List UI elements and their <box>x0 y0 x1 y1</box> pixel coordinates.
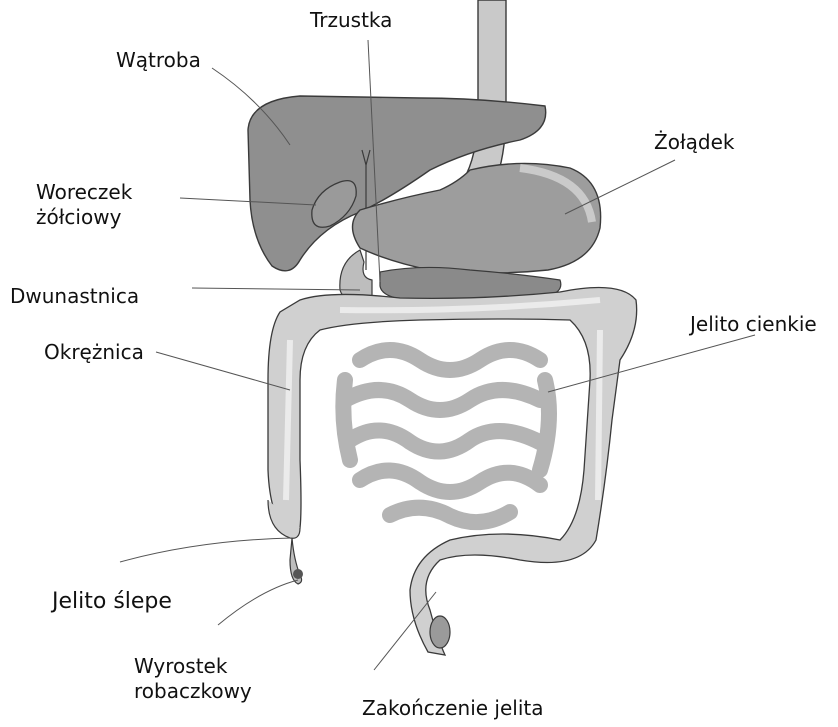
appendix-tip <box>293 569 303 579</box>
label-woreczek-zolciowy: Woreczek żółciowy <box>36 180 132 230</box>
label-wyrostek-robaczkowy: Wyrostek robaczkowy <box>134 654 252 704</box>
label-woreczek-line1: Woreczek <box>36 180 132 205</box>
small-intestine <box>343 350 549 522</box>
esophagus <box>460 0 506 190</box>
leader-dwunastnica <box>192 288 360 290</box>
label-dwunastnica: Dwunastnica <box>10 284 139 309</box>
leader-jelito-cienkie <box>548 335 755 392</box>
label-jelito-cienkie: Jelito cienkie <box>690 312 817 337</box>
label-zakonczenie-jelita: Zakończenie jelita <box>362 696 544 721</box>
leader-jelito-slepe <box>120 538 292 562</box>
label-jelito-slepe: Jelito ślepe <box>52 588 172 616</box>
rectum-end <box>430 616 450 648</box>
label-wyrostek-line1: Wyrostek <box>134 654 252 679</box>
label-trzustka: Trzustka <box>310 8 392 33</box>
colon <box>268 288 637 656</box>
leader-wyrostek <box>218 580 298 625</box>
label-wyrostek-line2: robaczkowy <box>134 679 252 704</box>
label-okreznica: Okrężnica <box>44 340 144 365</box>
label-woreczek-line2: żółciowy <box>36 205 132 230</box>
label-watroba: Wątroba <box>116 48 201 73</box>
label-zoladek: Żołądek <box>654 130 734 155</box>
